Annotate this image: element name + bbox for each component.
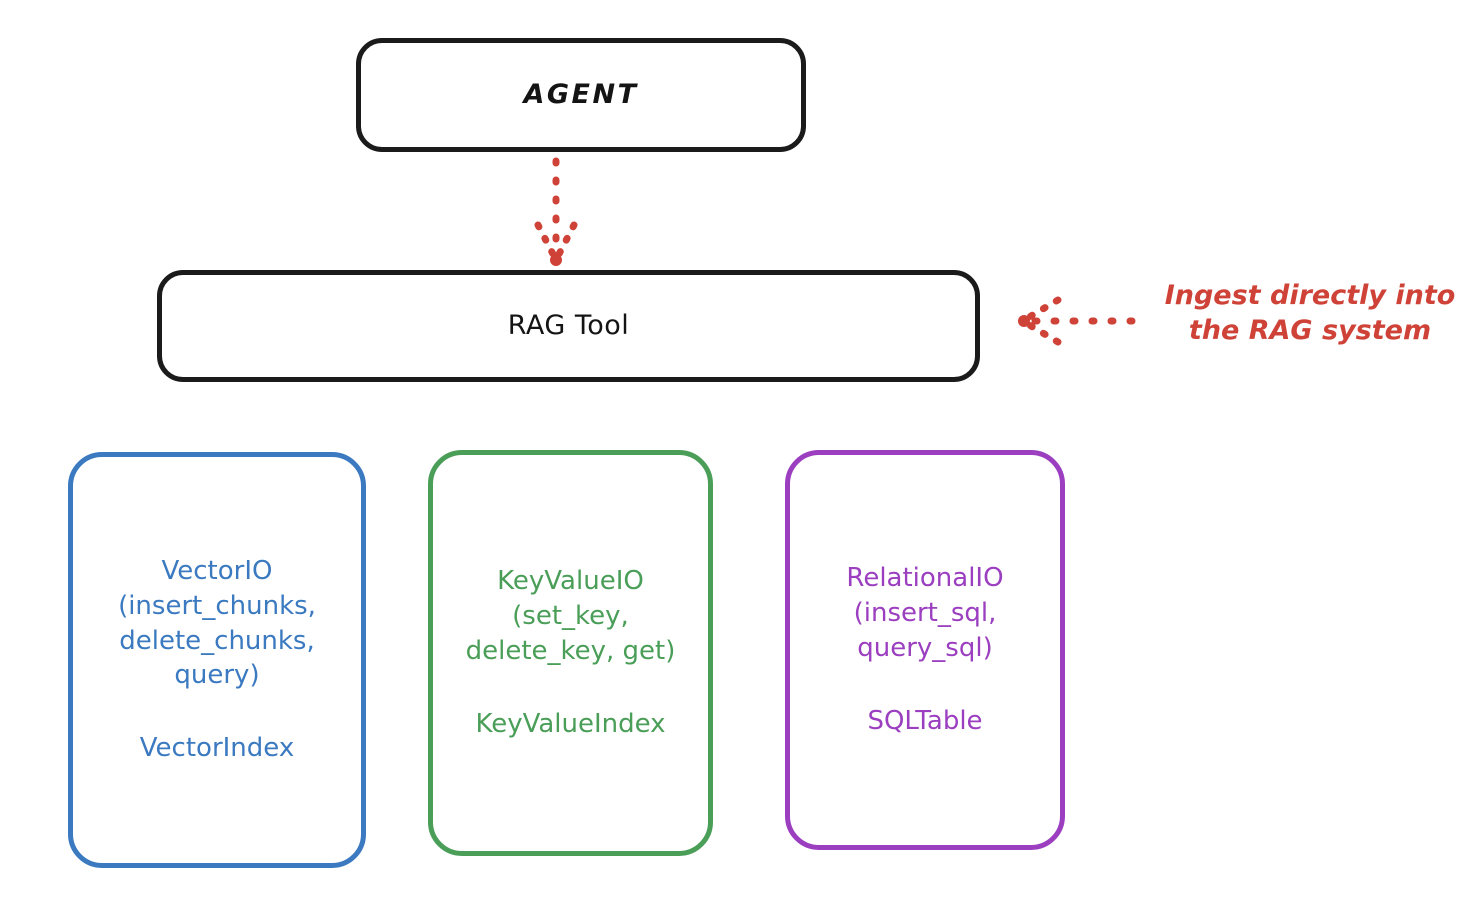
- relational-io-node[interactable]: RelationalIO (insert_sql, query_sql) SQL…: [785, 450, 1065, 850]
- sql-table-label: SQLTable: [867, 705, 983, 736]
- agent-to-rag-tool-dotted-arrow: [534, 157, 578, 266]
- key-value-io-node[interactable]: KeyValueIO (set_key, delete_key, get) Ke…: [428, 450, 713, 856]
- vector-io-node[interactable]: VectorIO (insert_chunks, delete_chunks, …: [68, 452, 366, 868]
- agent-node[interactable]: AGENT: [356, 38, 806, 152]
- agent-node-label: AGENT: [523, 78, 639, 110]
- key-value-index-label: KeyValueIndex: [475, 708, 666, 739]
- relational-io-api-label: RelationalIO (insert_sql, query_sql): [846, 563, 1004, 663]
- ingest-dotted-arrow: [1018, 296, 1136, 346]
- rag-tool-node-label: RAG Tool: [507, 309, 630, 341]
- key-value-io-api-label: KeyValueIO (set_key, delete_key, get): [465, 566, 676, 666]
- rag-tool-node[interactable]: RAG Tool: [157, 270, 980, 382]
- vector-io-api-label: VectorIO (insert_chunks, delete_chunks, …: [118, 555, 316, 691]
- vector-index-label: VectorIndex: [139, 733, 295, 764]
- ingest-annotation-text: Ingest directly into the RAG system: [1164, 280, 1456, 347]
